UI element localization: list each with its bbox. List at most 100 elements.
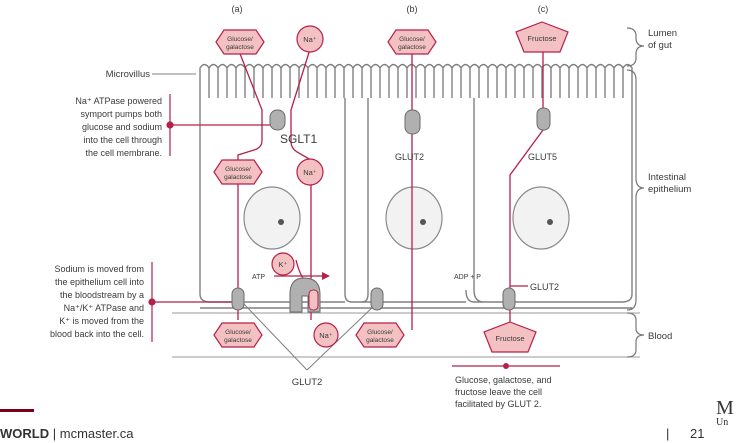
glucose-lumen-a-line2: galactose	[226, 44, 254, 51]
legend-dot	[503, 363, 509, 369]
na-cell-a-label: Na⁺	[303, 168, 317, 177]
glucose-lumen-b-line2: galactose	[398, 44, 426, 51]
nucleus-2	[385, 186, 443, 250]
microvillus-label: Microvillus	[106, 69, 151, 80]
glucose-blood-b-line1: Glucose/	[367, 329, 393, 336]
glucose-path-a	[236, 45, 263, 320]
na-lumen-a-label: Na⁺	[303, 35, 317, 44]
fructose-lumen-c-label: Fructose	[527, 34, 556, 43]
glut2-leaders	[243, 303, 377, 371]
glucose-cell-a	[213, 159, 263, 185]
symport-line-5: the cell membrane.	[85, 148, 162, 158]
glut2-transporter-b-apical	[404, 109, 421, 135]
na-k-atpase-inner	[308, 289, 319, 311]
nucleus-1	[243, 186, 301, 250]
nucleus-3	[512, 186, 570, 250]
molecule-labels: Glucose/ galactose Glucose/ galactose Gl…	[224, 36, 426, 344]
logo-sub: Un	[716, 417, 729, 428]
sodium-line-2: the epithelium cell into	[55, 277, 144, 287]
cell-junction-1	[344, 98, 369, 303]
page-number: 21	[690, 426, 705, 441]
sodium-line-6: blood back into the cell.	[50, 329, 144, 339]
sglt1-label: SGLT1	[280, 132, 317, 146]
logo-letter: M	[716, 398, 734, 419]
transport-caption: Glucose, galactose, and fructose leave th…	[455, 375, 552, 409]
atp-arrowhead	[322, 272, 330, 280]
symport-line-1: Na⁺ ATPase powered	[75, 96, 162, 106]
k-cell-a	[271, 252, 295, 276]
glucose-blood-b	[355, 322, 405, 348]
fructose-path-c	[509, 46, 544, 336]
caption-line-3: facilitated by GLUT 2.	[455, 399, 541, 409]
glut2-c-label: GLUT2	[530, 282, 559, 292]
na-lumen-a	[296, 25, 324, 53]
glut2-transporter-b-basal	[370, 287, 384, 311]
glut2-transporter-a-basal	[231, 287, 245, 311]
sodium-line-3: the bloodstream by a	[60, 290, 144, 300]
glucose-lumen-a-line1: Glucose/	[227, 36, 253, 43]
nuclei	[243, 186, 570, 250]
blood-label: Blood	[648, 331, 672, 342]
sodium-description: Sodium is moved from the epithelium cell …	[50, 264, 144, 339]
glut2-b-label: GLUT2	[395, 152, 424, 162]
symport-line-2: symport pumps both	[80, 109, 162, 119]
symport-description: Na⁺ ATPase powered symport pumps both gluc…	[75, 96, 162, 158]
blood-brace	[626, 312, 645, 358]
symport-line-4: into the cell through	[83, 135, 162, 145]
cell-junction-2	[465, 98, 485, 303]
sodium-line-1: Sodium is moved from	[54, 264, 144, 274]
lumen-label: Lumen	[648, 28, 677, 39]
footer-brand: WORLD	[0, 426, 50, 441]
glucose-lumen-b-line1: Glucose/	[399, 36, 425, 43]
panel-label-a: (a)	[232, 4, 243, 14]
caption-line-2: fructose leave the cell	[455, 387, 542, 397]
glucose-blood-a-line1: Glucose/	[225, 329, 251, 336]
footer: WORLD | mcmaster.ca	[0, 426, 133, 441]
fructose-blood-c-label: Fructose	[495, 334, 524, 343]
symport-line-3: glucose and sodium	[82, 122, 162, 132]
sodium-line-5: K⁺ is moved from the	[59, 316, 144, 326]
molecules	[213, 21, 569, 353]
sodium-path-a	[290, 45, 312, 320]
k-cell-a-label: K⁺	[279, 260, 288, 269]
glut2-transporter-c-basal	[502, 287, 516, 311]
glucose-blood-b-line2: galactose	[366, 337, 394, 344]
glucose-cell-a-line1: Glucose/	[225, 166, 251, 173]
epithelium-brace	[626, 69, 645, 311]
fructose-blood-c	[483, 321, 537, 353]
na-blood-a	[313, 322, 339, 348]
glucose-blood-a-line2: galactose	[224, 337, 252, 344]
right-braces	[626, 27, 645, 358]
left-brackets	[148, 94, 270, 342]
glut5-label: GLUT5	[528, 152, 557, 162]
microvilli-membrane	[199, 63, 633, 98]
footer-separator: |	[52, 426, 57, 441]
panel-label-b: (b)	[407, 4, 418, 14]
glut5-transporter	[536, 107, 551, 131]
glut2-bottom-label: GLUT2	[292, 377, 323, 388]
page-separator: |	[666, 426, 670, 441]
sglt1-transporter	[269, 109, 286, 131]
ion-labels: Na⁺ Na⁺ K⁺ Na⁺ Fructose Fructose	[279, 34, 557, 343]
sodium-line-4: Na⁺/K⁺ ATPase and	[64, 303, 144, 313]
na-cell-a	[296, 158, 324, 186]
glucose-lumen-b	[387, 29, 437, 55]
adp-label: ADP + P	[454, 274, 481, 281]
glucose-cell-a-line2: galactose	[224, 174, 252, 181]
lumen-brace	[626, 27, 645, 67]
panel-label-c: (c)	[538, 4, 549, 14]
glucose-blood-a	[213, 322, 263, 348]
epithelium-label-2: epithelium	[648, 184, 691, 195]
lumen-label-2: of gut	[648, 40, 672, 51]
epithelium-label: Intestinal	[648, 172, 686, 183]
fructose-lumen-c	[515, 21, 569, 53]
na-blood-a-label: Na⁺	[319, 331, 333, 340]
footer-accent-line	[0, 409, 34, 412]
caption-line-1: Glucose, galactose, and	[455, 375, 552, 385]
footer-site-link[interactable]: mcmaster.ca	[59, 426, 134, 441]
atp-label: ATP	[252, 274, 265, 281]
glucose-lumen-a	[215, 29, 265, 55]
university-logo: M Un	[716, 398, 740, 428]
